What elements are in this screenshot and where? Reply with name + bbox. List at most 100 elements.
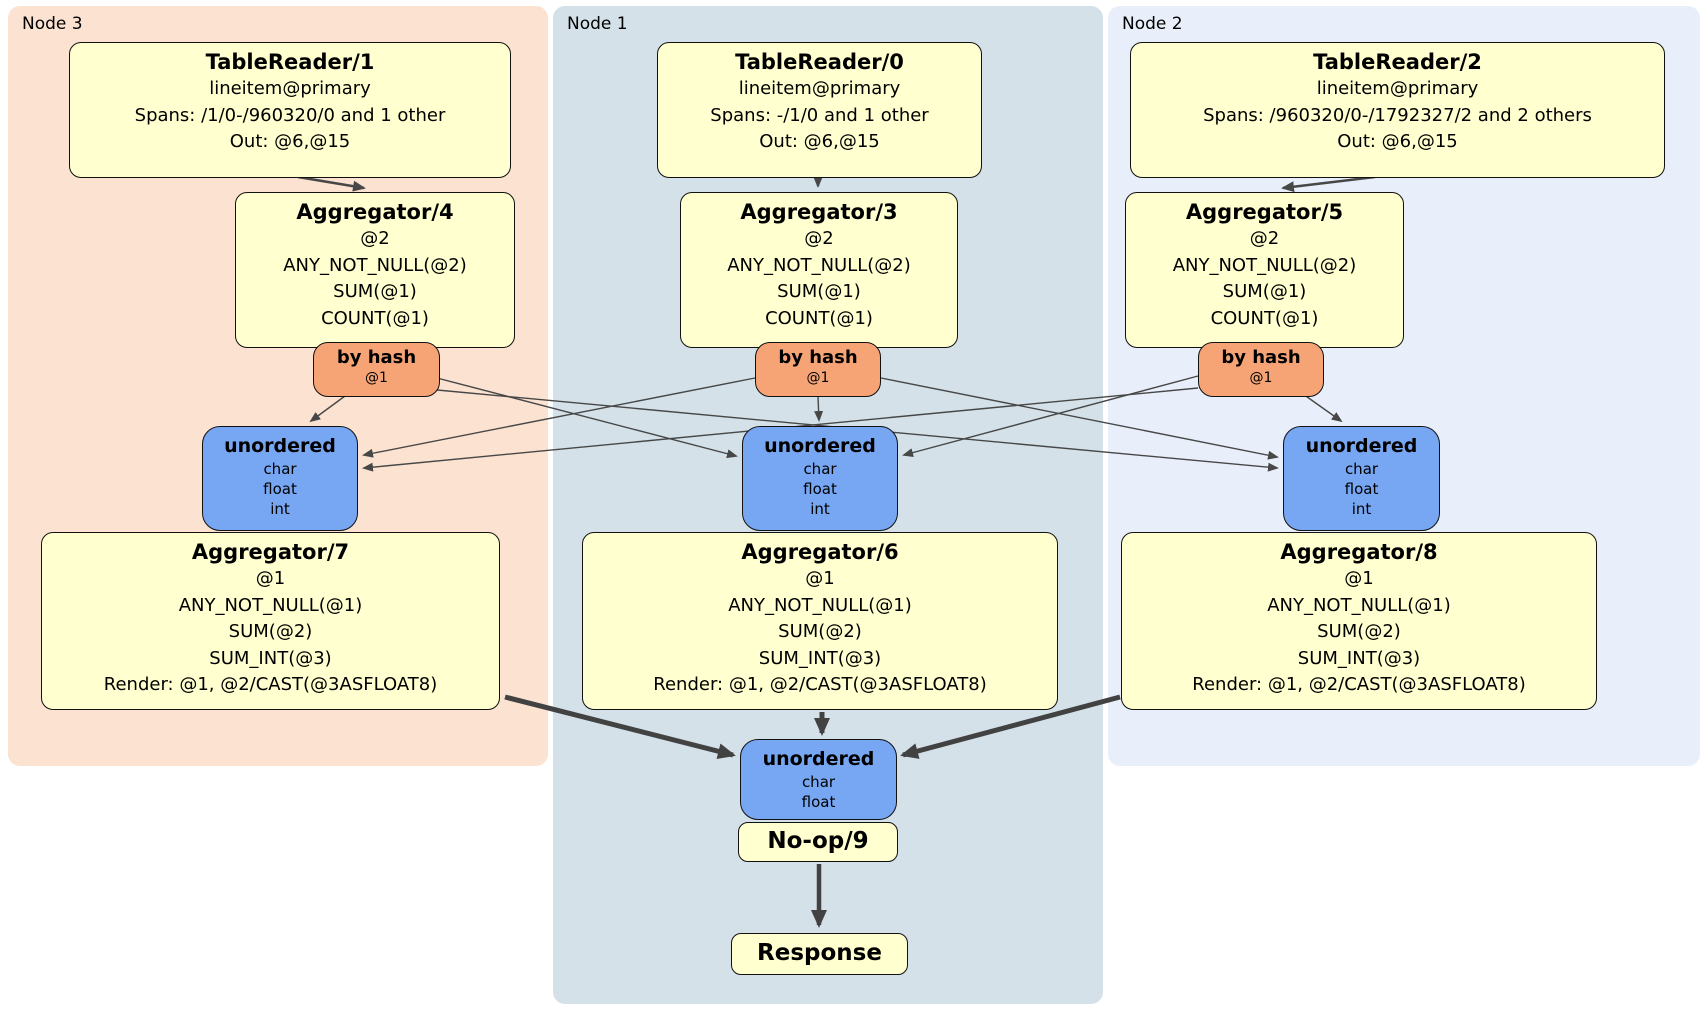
aggregator-6-fn2: SUM(@2) bbox=[778, 621, 862, 642]
sync-node3-col1: char bbox=[263, 460, 297, 478]
tablereader-2-box: TableReader/2 lineitem@primary Spans: /9… bbox=[1130, 42, 1665, 178]
aggregator-6-fn3: SUM_INT(@3) bbox=[758, 647, 882, 669]
aggregator-7-fn3: SUM_INT(@3) bbox=[209, 647, 332, 669]
router-node3-title: by hash bbox=[336, 347, 417, 368]
aggregator-8-render: Render: @1, @2/CAST(@3ASFLOAT8) bbox=[1192, 674, 1526, 695]
aggregator-3-title: Aggregator/3 bbox=[740, 200, 898, 224]
sync-node1-col1: char bbox=[803, 460, 837, 478]
aggregator-5-fn2: SUM(@1) bbox=[1222, 281, 1307, 302]
aggregator-6-box: Aggregator/6 @1 ANY_NOT_NULL(@1) SUM(@2)… bbox=[582, 532, 1058, 710]
aggregator-7-group: @1 bbox=[255, 568, 286, 589]
sync-final-title: unordered bbox=[762, 748, 875, 770]
sync-node1-col3: int bbox=[810, 500, 830, 518]
aggregator-3-fn3: COUNT(@1) bbox=[765, 307, 873, 329]
aggregator-3-fn1: ANY_NOT_NULL(@2) bbox=[727, 254, 911, 276]
tablereader-2-title: TableReader/2 bbox=[1313, 50, 1482, 74]
tablereader-0-index: lineitem@primary bbox=[738, 78, 901, 99]
sync-final-unordered: unordered char float bbox=[740, 739, 897, 820]
aggregator-4-fn1: ANY_NOT_NULL(@2) bbox=[283, 254, 467, 276]
sync-node1-col2: float bbox=[803, 480, 837, 498]
edge-tr1-to-agg4 bbox=[297, 175, 366, 192]
edge-router2-to-sync2 bbox=[1302, 393, 1343, 423]
aggregator-5-group: @2 bbox=[1249, 228, 1280, 249]
aggregator-5-fn3: COUNT(@1) bbox=[1210, 307, 1319, 329]
router-node3-key: @1 bbox=[365, 370, 388, 386]
aggregator-5-title: Aggregator/5 bbox=[1185, 200, 1344, 224]
edge-router3-to-sync3 bbox=[309, 395, 346, 423]
aggregator-6-fn1: ANY_NOT_NULL(@1) bbox=[728, 594, 912, 616]
aggregator-8-group: @1 bbox=[1344, 568, 1374, 589]
aggregator-3-fn2: SUM(@1) bbox=[777, 281, 861, 302]
router-node2-by-hash: by hash @1 bbox=[1198, 342, 1324, 397]
tablereader-1-box: TableReader/1 lineitem@primary Spans: /1… bbox=[69, 42, 511, 178]
aggregator-3-group: @2 bbox=[804, 228, 834, 249]
aggregator-8-box: Aggregator/8 @1 ANY_NOT_NULL(@1) SUM(@2)… bbox=[1121, 532, 1597, 710]
sync-node1-title: unordered bbox=[764, 435, 876, 457]
tablereader-0-spans: Spans: -/1/0 and 1 other bbox=[710, 104, 929, 126]
sync-node2-unordered: unordered char float int bbox=[1283, 426, 1440, 531]
node1-label: Node 1 bbox=[567, 14, 628, 34]
aggregator-4-fn2: SUM(@1) bbox=[333, 281, 417, 302]
aggregator-3-box: Aggregator/3 @2 ANY_NOT_NULL(@2) SUM(@1)… bbox=[680, 192, 958, 348]
response-title: Response bbox=[757, 940, 882, 966]
response-box: Response bbox=[731, 933, 908, 975]
tablereader-1-out: Out: @6,@15 bbox=[229, 131, 351, 152]
sync-node2-col3: int bbox=[1351, 500, 1372, 518]
sync-final-col2: float bbox=[801, 793, 836, 811]
aggregator-8-fn3: SUM_INT(@3) bbox=[1297, 647, 1421, 669]
sync-node3-col2: float bbox=[263, 480, 297, 498]
aggregator-7-title: Aggregator/7 bbox=[191, 540, 350, 564]
sync-node2-col2: float bbox=[1344, 480, 1379, 498]
sync-node3-col3: int bbox=[270, 500, 290, 518]
aggregator-4-title: Aggregator/4 bbox=[296, 200, 454, 224]
sync-final-col1: char bbox=[801, 773, 836, 791]
edge-agg8-to-finalsync bbox=[900, 694, 1121, 759]
edge-router2-to-sync1 bbox=[902, 375, 1199, 458]
tablereader-1-title: TableReader/1 bbox=[205, 50, 375, 74]
router-node2-key: @1 bbox=[1249, 370, 1273, 386]
edge-agg7-to-finalsync bbox=[504, 694, 736, 760]
router-node1-key: @1 bbox=[806, 370, 830, 386]
aggregator-4-fn3: COUNT(@1) bbox=[321, 307, 429, 329]
router-node1-by-hash: by hash @1 bbox=[755, 342, 881, 397]
aggregator-4-box: Aggregator/4 @2 ANY_NOT_NULL(@2) SUM(@1)… bbox=[235, 192, 515, 348]
tablereader-2-index: lineitem@primary bbox=[1316, 78, 1479, 99]
node2-label: Node 2 bbox=[1122, 14, 1183, 34]
tablereader-2-out: Out: @6,@15 bbox=[1337, 131, 1458, 152]
tablereader-0-title: TableReader/0 bbox=[735, 50, 904, 74]
sync-node3-title: unordered bbox=[224, 435, 336, 457]
router-node1-title: by hash bbox=[778, 347, 858, 368]
aggregator-6-render: Render: @1, @2/CAST(@3ASFLOAT8) bbox=[653, 674, 987, 695]
sync-node2-title: unordered bbox=[1305, 435, 1418, 457]
noop-9-box: No-op/9 bbox=[738, 822, 898, 862]
edge-router1-to-sync1 bbox=[814, 396, 824, 422]
noop-9-title: No-op/9 bbox=[767, 828, 869, 854]
aggregator-6-title: Aggregator/6 bbox=[741, 540, 899, 564]
edge-tr2-to-agg5 bbox=[1281, 175, 1376, 193]
edge-router3-to-sync1 bbox=[436, 377, 738, 459]
aggregator-6-group: @1 bbox=[805, 568, 835, 589]
aggregator-8-title: Aggregator/8 bbox=[1280, 540, 1438, 564]
aggregator-4-group: @2 bbox=[360, 228, 390, 249]
aggregator-7-fn1: ANY_NOT_NULL(@1) bbox=[178, 594, 363, 616]
router-node3-by-hash: by hash @1 bbox=[313, 342, 440, 397]
aggregator-8-fn2: SUM(@2) bbox=[1317, 621, 1401, 642]
tablereader-2-spans: Spans: /960320/0-/1792327/2 and 2 others bbox=[1203, 104, 1592, 126]
node3-label: Node 3 bbox=[22, 14, 83, 34]
aggregator-7-box: Aggregator/7 @1 ANY_NOT_NULL(@1) SUM(@2)… bbox=[41, 532, 500, 710]
sync-node1-unordered: unordered char float int bbox=[742, 426, 898, 531]
tablereader-0-box: TableReader/0 lineitem@primary Spans: -/… bbox=[657, 42, 982, 178]
aggregator-8-fn1: ANY_NOT_NULL(@1) bbox=[1267, 594, 1451, 616]
tablereader-1-spans: Spans: /1/0-/960320/0 and 1 other bbox=[134, 104, 446, 126]
aggregator-5-fn1: ANY_NOT_NULL(@2) bbox=[1172, 254, 1357, 276]
sync-node2-col1: char bbox=[1344, 460, 1379, 478]
tablereader-0-out: Out: @6,@15 bbox=[759, 131, 880, 152]
aggregator-7-render: Render: @1, @2/CAST(@3ASFLOAT8) bbox=[103, 674, 438, 695]
router-node2-title: by hash bbox=[1221, 347, 1301, 368]
edge-router1-to-sync2 bbox=[880, 377, 1279, 460]
tablereader-1-index: lineitem@primary bbox=[209, 78, 371, 99]
aggregator-7-fn2: SUM(@2) bbox=[228, 621, 313, 642]
edge-router1-to-sync3 bbox=[362, 377, 756, 458]
sync-node3-unordered: unordered char float int bbox=[202, 426, 358, 531]
aggregator-5-box: Aggregator/5 @2 ANY_NOT_NULL(@2) SUM(@1)… bbox=[1125, 192, 1404, 348]
